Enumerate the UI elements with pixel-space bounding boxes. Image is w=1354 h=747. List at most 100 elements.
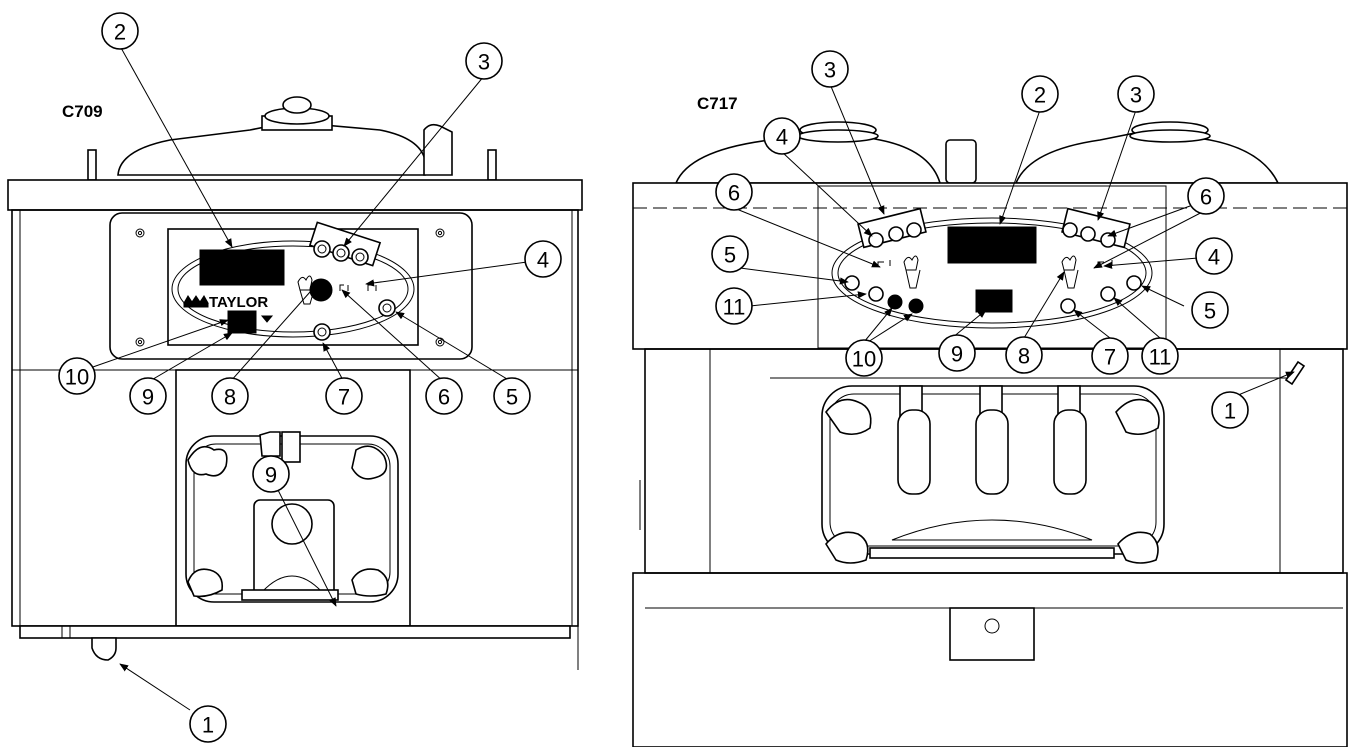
panel-button[interactable] [378,299,396,317]
panel-button[interactable] [1100,286,1116,302]
drip-valve [91,637,117,661]
panel-button[interactable] [332,244,350,262]
dispensing-door [175,369,411,627]
svg-text:7: 7 [338,385,350,410]
svg-text:7: 7 [1104,345,1116,370]
down-arrow-button[interactable] [908,298,924,314]
svg-text:9: 9 [951,342,963,367]
cabinet-top [7,179,583,211]
svg-text:8: 8 [224,385,236,410]
panel-button[interactable] [1126,275,1142,291]
callout-bubble: 5 [711,235,749,273]
keypad-display [975,289,1013,313]
draw-handle[interactable] [975,409,1009,495]
callout-bubble: 6 [715,173,753,211]
svg-text:4: 4 [776,125,788,150]
dispense-button[interactable] [309,278,333,302]
panel-button[interactable] [906,222,922,238]
hopper-lid [87,96,497,181]
callout-bubble: 9 [252,455,290,493]
svg-text:9: 9 [265,463,277,488]
keypad-display [227,310,257,334]
hopper-lids [674,121,1280,184]
draw-handle[interactable] [897,409,931,495]
select-button[interactable] [313,323,331,341]
callout-bubble: 4 [763,117,801,155]
callout-bubble: 4 [1195,237,1233,275]
svg-text:11: 11 [1149,345,1172,370]
callout-bubble: 8 [1005,336,1043,374]
callout-bubble: 8 [211,377,249,415]
callout-bubble: 6 [1187,177,1225,215]
svg-text:5: 5 [506,385,518,410]
callout-bubble: 10 [58,357,96,395]
callout-bubble: 3 [465,42,503,80]
cone-icon [903,255,921,289]
control-buttons [260,221,396,341]
panel-button[interactable] [1100,232,1116,248]
svg-text:4: 4 [1208,245,1220,270]
svg-text:5: 5 [1204,299,1216,324]
svg-text:5: 5 [724,243,736,268]
control-panel [831,207,1153,329]
svg-text:6: 6 [438,385,450,410]
cone-icon [1061,255,1079,289]
svg-text:2: 2 [1034,83,1046,108]
callout-bubble: 1 [189,705,227,743]
svg-text:10: 10 [65,365,89,390]
panel-button[interactable] [1080,226,1096,242]
callout-bubble: 11 [715,287,753,325]
model-label-c717: C717 [697,94,738,113]
callout-bubble: 3 [811,50,849,88]
callout-bubble: 11 [1141,337,1179,375]
callouts-c717: 3 2 3 4 6 6 5 4 11 5 10 9 8 7 11 1 [711,50,1249,429]
dispensing-door [821,385,1165,564]
svg-text:11: 11 [723,295,746,320]
callout-bubble: 5 [493,377,531,415]
lcd-display [947,226,1037,264]
svg-text:6: 6 [1200,185,1212,210]
select-button[interactable] [1060,298,1076,314]
callout-bubble: 9 [938,334,976,372]
callout-bubble: 7 [325,377,363,415]
svg-text:10: 10 [852,347,876,372]
svg-text:2: 2 [114,20,126,45]
draw-handle[interactable] [1053,409,1087,495]
machine-c709: C709 TAYLO [7,96,583,670]
panel-button[interactable] [868,286,884,302]
cabinet-base [632,572,1348,747]
base-rail [19,625,571,639]
panel-button[interactable] [351,248,369,266]
svg-text:1: 1 [1224,399,1236,424]
svg-text:6: 6 [728,181,740,206]
taylor-logo: TAYLOR [183,294,268,311]
up-arrow-button[interactable] [887,294,903,310]
svg-text:3: 3 [478,50,490,75]
callout-leaders [89,45,1295,711]
panel-button[interactable] [888,226,904,242]
svg-text:3: 3 [824,58,836,83]
callout-bubble: 3 [1117,75,1155,113]
callout-bubble: 10 [845,339,883,377]
panel-button[interactable] [1062,222,1078,238]
callout-bubble: 1 [1211,391,1249,429]
drip-tray-lever [1284,360,1306,386]
svg-text:9: 9 [142,385,154,410]
callout-bubble: 9 [129,377,167,415]
model-label-c709: C709 [62,102,103,121]
callout-bubble: 5 [1191,291,1229,329]
panel-button[interactable] [844,275,860,291]
access-bolt [984,618,1000,634]
callout-bubble: 7 [1091,337,1129,375]
svg-text:8: 8 [1018,344,1030,369]
machine-c717: C717 [632,94,1348,747]
svg-text:4: 4 [537,248,549,273]
lcd-display [199,249,285,286]
panel-button[interactable] [313,240,331,258]
callout-bubble: 4 [524,240,562,278]
callout-bubble: 6 [425,377,463,415]
callout-bubble: 2 [1021,75,1059,113]
brand-label: TAYLOR [209,294,268,311]
callout-bubble: 2 [101,12,139,50]
